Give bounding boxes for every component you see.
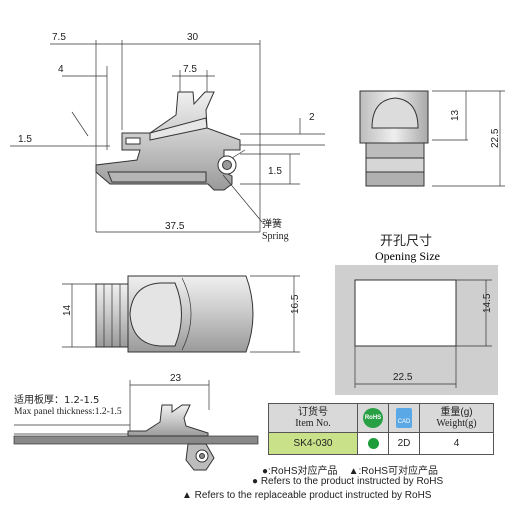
- dim-13: 13: [450, 109, 461, 121]
- dim-22-5-right: 22.5: [490, 128, 501, 148]
- end-view: 13 22.5: [359, 90, 505, 187]
- rohs-badge-icon: RoHS: [363, 408, 383, 428]
- header-item-cn: 订货号: [298, 407, 328, 418]
- legend-line-1: ●:RoHS对应产品 ▲:RoHS可对应产品: [262, 462, 438, 477]
- panel-view: 适用板厚：1.2-1.5 Max panel thickness:1.2-1.5…: [13, 373, 259, 471]
- dim-7-5-top: 7.5: [52, 32, 66, 43]
- dim-16-5: 16.5: [290, 294, 301, 314]
- opening-size: 开孔尺寸 Opening Size 14.5 22.5: [335, 234, 498, 395]
- opening-title-en: Opening Size: [375, 249, 440, 263]
- header-rohs: RoHS: [357, 403, 389, 433]
- dim-14: 14: [62, 304, 73, 316]
- side-view: 7.5 30 4 7.5 1.5 2 1.5 37.5 弹簧 Spring: [10, 32, 325, 242]
- legend-rohs-en: ● Refers to the product instructed by Ro…: [252, 476, 444, 487]
- opening-cutout: [354, 279, 457, 347]
- opening-title-cn: 开孔尺寸: [380, 234, 432, 249]
- header-weight: 重量(g) Weight(g): [419, 403, 494, 433]
- table-header-row: 订货号 Item No. RoHS CAD 重量(g) Weight(g): [268, 403, 494, 433]
- weight-cell: 4: [419, 432, 494, 455]
- header-weight-en: Weight(g): [436, 418, 477, 429]
- dim-1-5-left: 1.5: [18, 134, 32, 145]
- panel-plate: [13, 435, 259, 445]
- spring-label-cn: 弹簧: [262, 217, 282, 230]
- cad-file-icon: CAD: [396, 408, 412, 428]
- end-view-dome: [371, 97, 419, 129]
- dim-4: 4: [58, 64, 64, 75]
- dim-23: 23: [170, 373, 182, 384]
- spring-label-en: Spring: [262, 231, 289, 242]
- dim-22-5-bottom: 22.5: [393, 372, 413, 383]
- rohs-compliant-dot-icon: [367, 437, 379, 449]
- legend-replaceable-cn: ▲:RoHS可对应产品: [348, 466, 438, 477]
- top-view: 14 16.5: [62, 275, 301, 353]
- header-weight-cn: 重量(g): [440, 407, 473, 418]
- cad-cell: 2D: [388, 432, 420, 455]
- header-item-en: Item No.: [295, 418, 331, 429]
- spec-table: 订货号 Item No. RoHS CAD 重量(g) Weight(g) SK…: [268, 403, 494, 455]
- panel-thickness-en: Max panel thickness:1.2-1.5: [14, 407, 122, 417]
- table-row: SK4-030 2D 4: [268, 432, 494, 455]
- rohs-cell: [357, 432, 389, 455]
- dim-2: 2: [309, 112, 315, 123]
- header-item-no: 订货号 Item No.: [268, 403, 358, 433]
- dim-7-5-mid: 7.5: [183, 64, 197, 75]
- dim-37-5: 37.5: [165, 221, 185, 232]
- dim-14-5: 14.5: [482, 293, 493, 313]
- legend-rohs-cn: ●:RoHS对应产品: [262, 466, 338, 477]
- item-no-cell: SK4-030: [268, 432, 358, 455]
- panel-thickness-cn: 适用板厚：1.2-1.5: [14, 393, 99, 406]
- header-cad: CAD: [388, 403, 420, 433]
- legend-replaceable-en: ▲ Refers to the replaceable product inst…: [182, 490, 432, 501]
- dim-30: 30: [187, 32, 199, 43]
- dim-1-5-right: 1.5: [268, 166, 282, 177]
